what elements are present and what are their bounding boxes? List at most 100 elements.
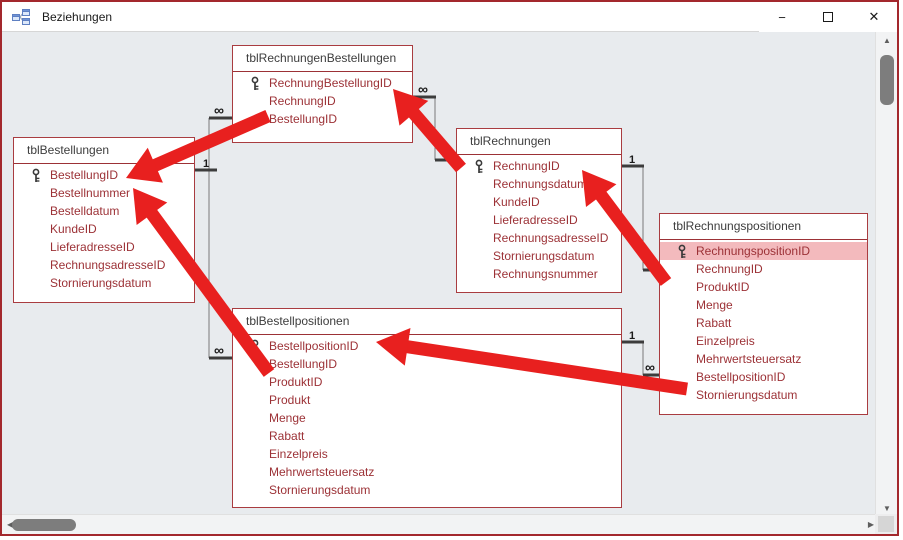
field-label: RechnungID — [696, 262, 763, 276]
primary-key-icon — [475, 159, 483, 173]
field-label: Stornierungsdatum — [269, 483, 371, 497]
field-RechnungID[interactable]: RechnungID — [233, 92, 412, 110]
field-RechnungID[interactable]: RechnungID — [457, 157, 621, 175]
field-label: BestellungID — [269, 357, 338, 371]
field-Rabatt[interactable]: Rabatt — [660, 314, 867, 332]
title-bar: Beziehungen − ✕ — [2, 2, 897, 32]
field-Rechnungsnummer[interactable]: Rechnungsnummer — [457, 265, 621, 283]
field-label: Rechnungsnummer — [493, 267, 598, 281]
field-LieferadresseID[interactable]: LieferadresseID — [14, 238, 194, 256]
field-label: Mehrwertsteuersatz — [269, 465, 375, 479]
field-label: Stornierungsdatum — [696, 388, 798, 402]
field-label: RechnungsadresseID — [50, 258, 166, 272]
primary-key-icon — [251, 339, 259, 353]
field-Einzelpreis[interactable]: Einzelpreis — [660, 332, 867, 350]
field-RechnungsadresseID[interactable]: RechnungsadresseID — [14, 256, 194, 274]
field-label: BestellpositionID — [696, 370, 786, 384]
primary-key-icon — [32, 168, 40, 182]
field-Mehrwertsteuersatz[interactable]: Mehrwertsteuersatz — [660, 350, 867, 368]
field-RechnungBestellungID[interactable]: RechnungBestellungID — [233, 74, 412, 92]
scrollbar-corner — [875, 514, 897, 534]
field-label: BestellungID — [50, 168, 119, 182]
scroll-right-icon[interactable]: ▶ — [867, 520, 874, 529]
field-label: ProduktID — [269, 375, 323, 389]
field-label: Bestellnummer — [50, 186, 131, 200]
field-label: LieferadresseID — [493, 213, 578, 227]
minimize-icon: − — [778, 9, 786, 25]
table-title: tblRechnungspositionen — [660, 214, 867, 240]
field-label: Produkt — [269, 393, 311, 407]
field-Mehrwertsteuersatz[interactable]: Mehrwertsteuersatz — [233, 463, 621, 481]
field-label: RechnungspositionID — [696, 244, 811, 258]
field-RechnungID[interactable]: RechnungID — [660, 260, 867, 278]
field-Stornierungsdatum[interactable]: Stornierungsdatum — [233, 481, 621, 499]
scroll-down-icon[interactable]: ▼ — [883, 504, 891, 513]
field-Produkt[interactable]: Produkt — [233, 391, 621, 409]
relationships-icon — [12, 8, 30, 25]
field-KundeID[interactable]: KundeID — [457, 193, 621, 211]
field-label: KundeID — [493, 195, 540, 209]
field-label: Menge — [269, 411, 306, 425]
field-label: Stornierungsdatum — [493, 249, 595, 263]
field-Stornierungsdatum[interactable]: Stornierungsdatum — [660, 386, 867, 404]
field-label: Einzelpreis — [696, 334, 755, 348]
field-BestellungID[interactable]: BestellungID — [233, 110, 412, 128]
field-KundeID[interactable]: KundeID — [14, 220, 194, 238]
field-label: RechnungsadresseID — [493, 231, 609, 245]
field-Einzelpreis[interactable]: Einzelpreis — [233, 445, 621, 463]
close-button[interactable]: ✕ — [851, 2, 897, 32]
field-BestellpositionID[interactable]: BestellpositionID — [233, 337, 621, 355]
field-label: ProduktID — [696, 280, 750, 294]
field-Rabatt[interactable]: Rabatt — [233, 427, 621, 445]
field-label: Stornierungsdatum — [50, 276, 152, 290]
cardinality-many-label: ∞ — [418, 81, 428, 97]
scroll-up-icon[interactable]: ▲ — [883, 36, 891, 45]
field-Stornierungsdatum[interactable]: Stornierungsdatum — [14, 274, 194, 292]
vertical-scrollbar[interactable]: ▲ ▼ — [875, 32, 897, 518]
table-title: tblBestellungen — [14, 138, 194, 164]
primary-key-icon — [678, 244, 686, 258]
table-title: tblRechnungen — [457, 129, 621, 155]
cardinality-one-label: 1 — [203, 158, 209, 170]
field-Rechnungsdatum[interactable]: Rechnungsdatum — [457, 175, 621, 193]
field-RechnungsadresseID[interactable]: RechnungsadresseID — [457, 229, 621, 247]
maximize-button[interactable] — [805, 2, 851, 32]
field-BestellungID[interactable]: BestellungID — [233, 355, 621, 373]
field-Menge[interactable]: Menge — [233, 409, 621, 427]
table-title: tblRechnungenBestellungen — [233, 46, 412, 72]
cardinality-many-label: ∞ — [645, 359, 655, 375]
field-ProduktID[interactable]: ProduktID — [233, 373, 621, 391]
field-ProduktID[interactable]: ProduktID — [660, 278, 867, 296]
field-label: Bestelldatum — [50, 204, 120, 218]
field-label: RechnungBestellungID — [269, 76, 392, 90]
field-Menge[interactable]: Menge — [660, 296, 867, 314]
field-label: LieferadresseID — [50, 240, 135, 254]
cardinality-one-label: 1 — [629, 330, 635, 342]
primary-key-icon — [251, 76, 259, 90]
table-title: tblBestellpositionen — [233, 309, 621, 335]
horizontal-scrollbar-thumb[interactable] — [12, 519, 76, 531]
field-Bestelldatum[interactable]: Bestelldatum — [14, 202, 194, 220]
field-BestellpositionID[interactable]: BestellpositionID — [660, 368, 867, 386]
minimize-button[interactable]: − — [759, 2, 805, 32]
field-label: KundeID — [50, 222, 97, 236]
cardinality-many-label: ∞ — [214, 102, 224, 118]
field-Stornierungsdatum[interactable]: Stornierungsdatum — [457, 247, 621, 265]
field-label: Rabatt — [696, 316, 732, 330]
field-LieferadresseID[interactable]: LieferadresseID — [457, 211, 621, 229]
horizontal-scrollbar[interactable]: ◀ ▶ — [2, 514, 879, 534]
field-RechnungspositionID[interactable]: RechnungspositionID — [660, 242, 867, 260]
field-BestellungID[interactable]: BestellungID — [14, 166, 194, 184]
field-label: BestellpositionID — [269, 339, 359, 353]
close-icon: ✕ — [868, 9, 880, 24]
scroll-left-icon[interactable]: ◀ — [7, 520, 14, 529]
vertical-scrollbar-thumb[interactable] — [880, 55, 894, 105]
field-Bestellnummer[interactable]: Bestellnummer — [14, 184, 194, 202]
